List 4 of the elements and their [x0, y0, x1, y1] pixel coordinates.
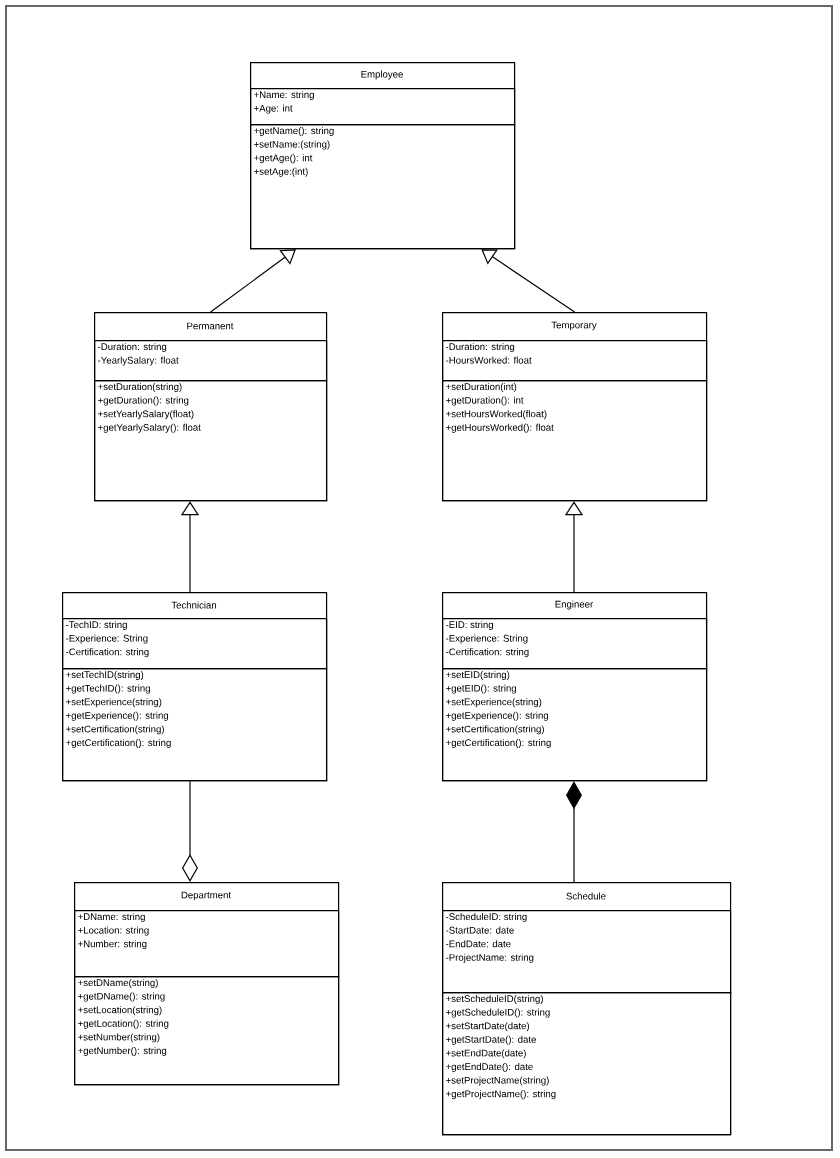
composition-line — [566, 781, 582, 883]
aggregation-line — [182, 780, 198, 882]
generalization-arrow — [481, 249, 576, 313]
generalization-arrow — [210, 249, 296, 313]
